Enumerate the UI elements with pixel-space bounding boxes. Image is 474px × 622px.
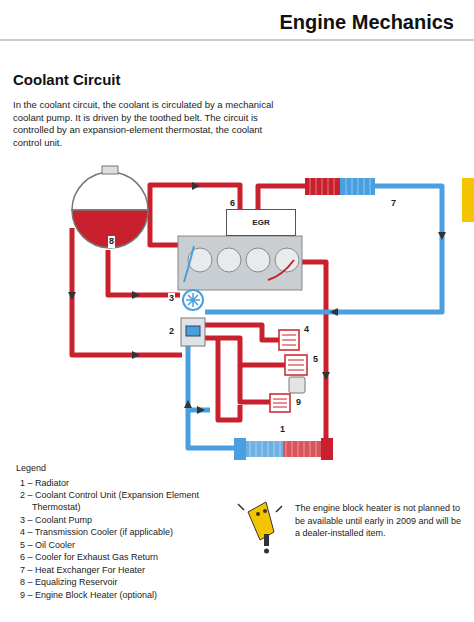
- oil-cooler-part: [288, 360, 304, 370]
- legend-item: 2 – Coolant Control Unit (Expansion Elem…: [20, 489, 220, 513]
- heater-exchanger-part: [310, 178, 370, 195]
- red-pipe-part: [258, 186, 305, 209]
- radiator-part: [321, 438, 333, 460]
- legend-item: 7 – Heat Exchanger For Heater: [20, 564, 220, 576]
- legend-item: 8 – Equalizing Reservoir: [20, 576, 220, 588]
- mascot-icon-part: [263, 509, 267, 513]
- header-rule: [0, 40, 474, 41]
- engine-block-part: [268, 260, 294, 280]
- flow-arrow-part: [322, 372, 330, 380]
- equalizing-reservoir: [72, 166, 148, 248]
- mascot-icon-part: [238, 504, 282, 512]
- intro-paragraph: In the coolant circuit, the coolant is c…: [13, 99, 285, 149]
- red-pipe-part: [218, 338, 240, 420]
- flow-arrow-part: [438, 232, 446, 240]
- header-rule-part: [0, 40, 474, 41]
- callout-number: 7: [390, 198, 397, 210]
- block-heater-part: [270, 394, 290, 412]
- block-heater-part: [273, 399, 287, 407]
- coolant-pump-part: [183, 290, 203, 310]
- callout-number: 3: [168, 293, 175, 305]
- legend-item: 4 – Transmission Cooler (if applicable): [20, 526, 220, 538]
- blue-pipe: [188, 186, 442, 448]
- mascot-icon-part: [264, 534, 269, 546]
- mascot-icon-part: [248, 502, 274, 540]
- oil-cooler-part: [289, 377, 305, 393]
- oil-cooler-part: [285, 355, 307, 375]
- flow-arrow: [68, 182, 446, 414]
- callout-number: 1: [279, 424, 286, 436]
- engine-block-part: [178, 236, 302, 290]
- equalizing-reservoir-part: [102, 166, 118, 174]
- radiator-part: [246, 441, 321, 457]
- red-pipe-part: [240, 365, 270, 402]
- oil-cooler: [285, 355, 307, 393]
- flow-arrow-part: [197, 406, 205, 414]
- legend-item: 3 – Coolant Pump: [20, 514, 220, 526]
- legend-item: 6 – Cooler for Exhaust Gas Return: [20, 551, 220, 563]
- coolant-pump-part: [186, 293, 200, 307]
- callout-number: 5: [312, 354, 319, 366]
- flow-arrow-part: [192, 182, 200, 190]
- section-heading: Coolant Circuit: [13, 70, 121, 90]
- legend-heading: Legend: [16, 463, 46, 475]
- flow-arrow-part: [184, 400, 192, 408]
- transmission-cooler-part: [282, 335, 296, 345]
- engine-block: [178, 236, 302, 290]
- blue-pipe-part: [188, 345, 234, 448]
- radiator: [234, 438, 333, 460]
- mascot-icon-part: [264, 549, 269, 554]
- equalizing-reservoir-part: [72, 172, 148, 210]
- legend-item: 1 – Radiator: [20, 477, 220, 489]
- legend-item: 5 – Oil Cooler: [20, 539, 220, 551]
- yellow-tab-part: [462, 178, 474, 222]
- transmission-cooler: [279, 330, 299, 350]
- node-label: EGR: [252, 218, 269, 227]
- callout-number: 6: [229, 198, 236, 210]
- egr-cooler-box: EGR: [226, 209, 296, 236]
- radiator-part: [283, 441, 321, 457]
- callout-number: 2: [168, 326, 175, 338]
- engine-block-part: [184, 246, 194, 282]
- mascot-icon-part: [256, 512, 260, 516]
- red-pipe-part: [108, 250, 180, 295]
- transmission-cooler-part: [279, 330, 299, 350]
- radiator-part: [250, 441, 316, 457]
- coolant-control-unit-part: [186, 326, 200, 336]
- yellow-tab: [462, 178, 474, 222]
- note-text: The engine block heater is not planned t…: [295, 502, 463, 540]
- callout-number: 4: [303, 324, 310, 336]
- heater-exchanger: [305, 178, 375, 195]
- legend-item: 9 – Engine Block Heater (optional): [20, 589, 220, 601]
- flow-arrow-part: [330, 308, 338, 316]
- callout-number: 9: [295, 397, 302, 409]
- block-heater: [270, 394, 290, 412]
- engine-block-part: [217, 248, 241, 272]
- page-header: Engine Mechanics: [280, 9, 455, 35]
- flow-arrow-part: [132, 291, 140, 299]
- flow-arrow-part: [132, 351, 140, 359]
- engine-block-part: [246, 248, 270, 272]
- mascot-icon: [238, 502, 282, 554]
- coolant-pump: [183, 290, 203, 310]
- callout-number: 8: [108, 236, 115, 248]
- coolant-control-unit: [181, 318, 205, 346]
- equalizing-reservoir-part: [72, 210, 148, 248]
- flow-arrow-part: [68, 292, 76, 300]
- red-pipe-part: [302, 262, 326, 438]
- coolant-control-unit-part: [181, 318, 205, 346]
- radiator-part: [234, 438, 246, 460]
